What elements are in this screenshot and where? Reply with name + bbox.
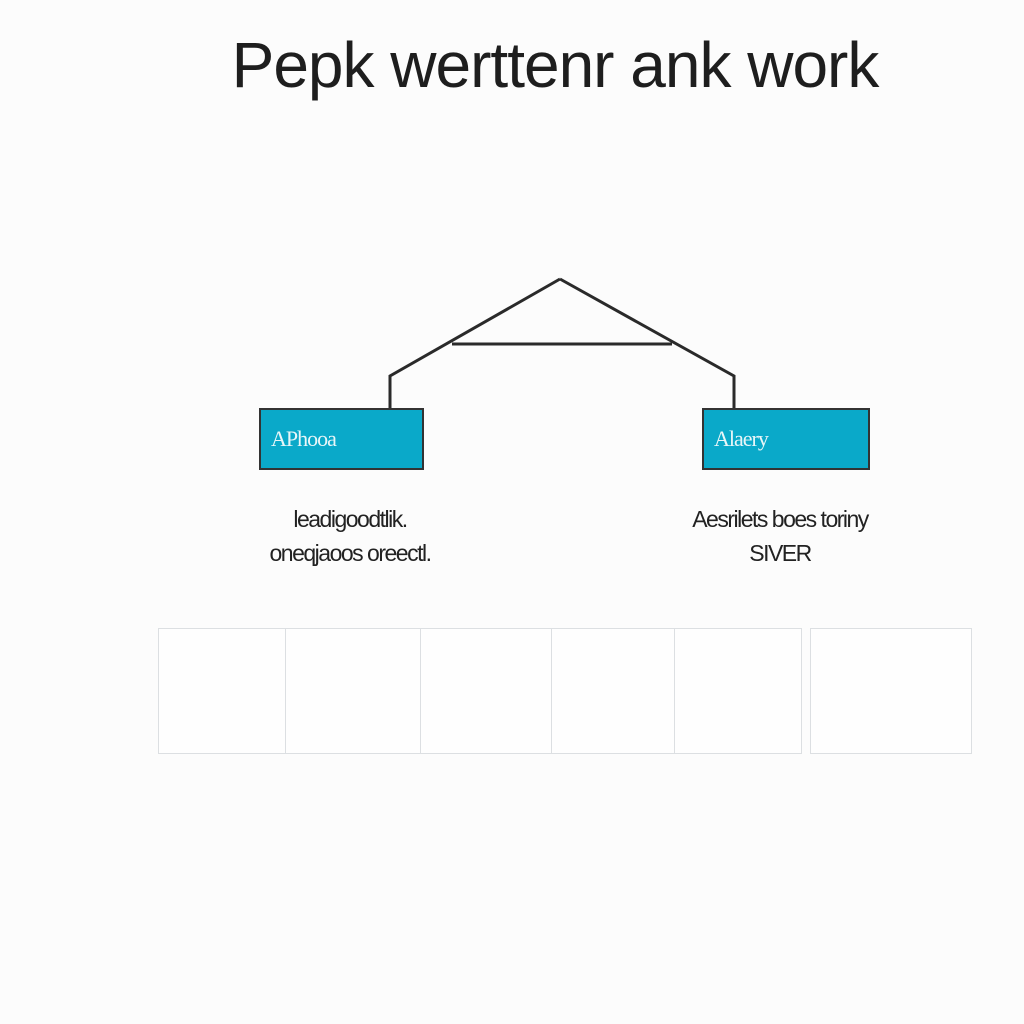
node-right-label: Alaery <box>714 426 769 451</box>
cell-2[interactable] <box>285 628 421 754</box>
description-right-line-2: SIVER <box>749 540 812 566</box>
node-right[interactable]: Alaery <box>702 408 870 470</box>
node-left-label: APhooa <box>271 426 337 451</box>
diagram-title: Pepk werttenr ank work <box>231 29 880 101</box>
connector-left <box>388 277 561 408</box>
cell-row <box>158 628 972 756</box>
description-left-line-1: leadigoodtlik. <box>293 506 408 532</box>
cell-4[interactable] <box>551 628 675 754</box>
node-left[interactable]: APhooa <box>259 408 424 470</box>
description-left: leadigoodtlik. oneqjaoos oreectl. <box>220 502 480 570</box>
description-right-line-1: Aesrilets boes toriny <box>692 506 869 532</box>
description-left-line-2: oneqjaoos oreectl. <box>269 540 432 566</box>
cell-5[interactable] <box>674 628 802 754</box>
cell-1[interactable] <box>158 628 286 754</box>
cell-3[interactable] <box>420 628 552 754</box>
cell-6[interactable] <box>810 628 972 754</box>
description-right: Aesrilets boes toriny SIVER <box>620 502 940 570</box>
connector-right <box>559 277 736 408</box>
